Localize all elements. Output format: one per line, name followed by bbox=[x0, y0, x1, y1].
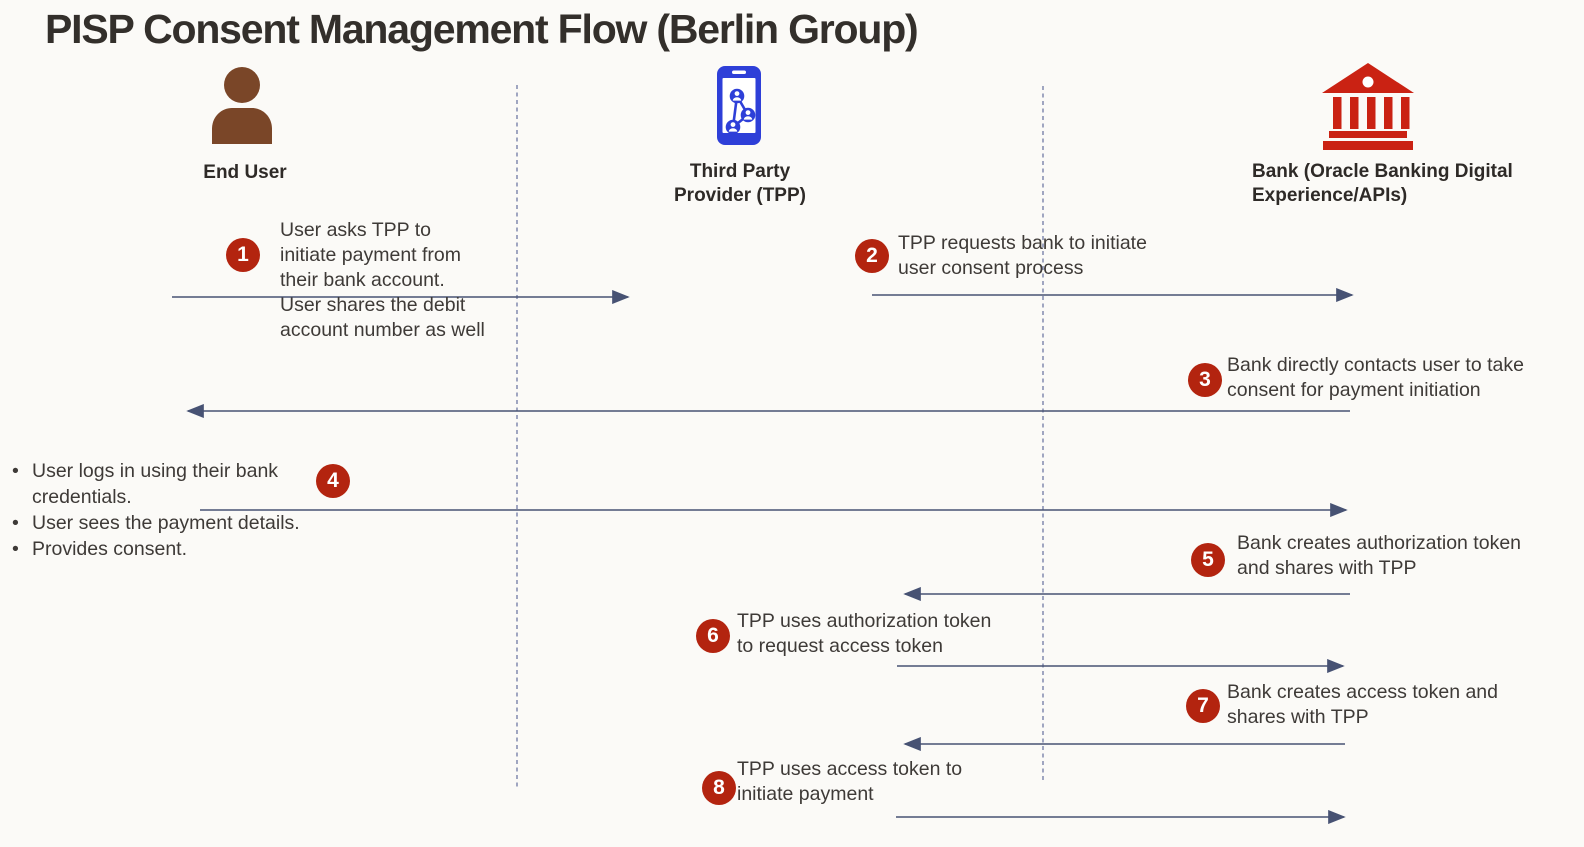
step-6-text: TPP uses authorization token to request … bbox=[737, 610, 992, 657]
smartphone-users-network-icon bbox=[717, 66, 761, 145]
step-2-badge: 2 bbox=[855, 239, 889, 273]
person-icon bbox=[212, 67, 272, 144]
end-user-label: End User bbox=[203, 162, 287, 183]
step-6-badge: 6 bbox=[696, 619, 730, 653]
step-8-text: TPP uses access token to initiate paymen… bbox=[737, 758, 963, 805]
bank-label: Bank (Oracle Banking Digital Experience/… bbox=[1252, 161, 1513, 206]
page-title: PISP Consent Management Flow (Berlin Gro… bbox=[45, 6, 919, 52]
tpp-label: Third Party Provider (TPP) bbox=[674, 161, 806, 206]
step-7-text: Bank creates access token and shares wit… bbox=[1227, 681, 1498, 728]
step-4-note: User logs in using their bank credential… bbox=[8, 458, 308, 510]
step-5-text: Bank creates authorization token and sha… bbox=[1237, 532, 1522, 579]
step-4-note: Provides consent. bbox=[8, 536, 308, 562]
step-7-badge: 7 bbox=[1186, 689, 1220, 723]
step-1-text: User asks TPP to initiate payment from t… bbox=[280, 219, 485, 341]
step-3-badge: 3 bbox=[1188, 363, 1222, 397]
step-8-badge: 8 bbox=[702, 771, 736, 805]
end-user-icon-wrap bbox=[206, 66, 278, 149]
step-1-badge: 1 bbox=[226, 238, 260, 272]
step-4-note: User sees the payment details. bbox=[8, 510, 308, 536]
step-4-badge: 4 bbox=[316, 464, 350, 498]
bank-icon-wrap bbox=[1322, 63, 1414, 156]
step-2-text: TPP requests bank to initiate user conse… bbox=[898, 232, 1147, 279]
step-4-notes-list: User logs in using their bank credential… bbox=[8, 458, 308, 562]
step-5-badge: 5 bbox=[1191, 543, 1225, 577]
step-3-text: Bank directly contacts user to take cons… bbox=[1227, 354, 1524, 401]
tpp-icon-wrap bbox=[717, 66, 761, 150]
bank-building-icon bbox=[1322, 63, 1414, 150]
